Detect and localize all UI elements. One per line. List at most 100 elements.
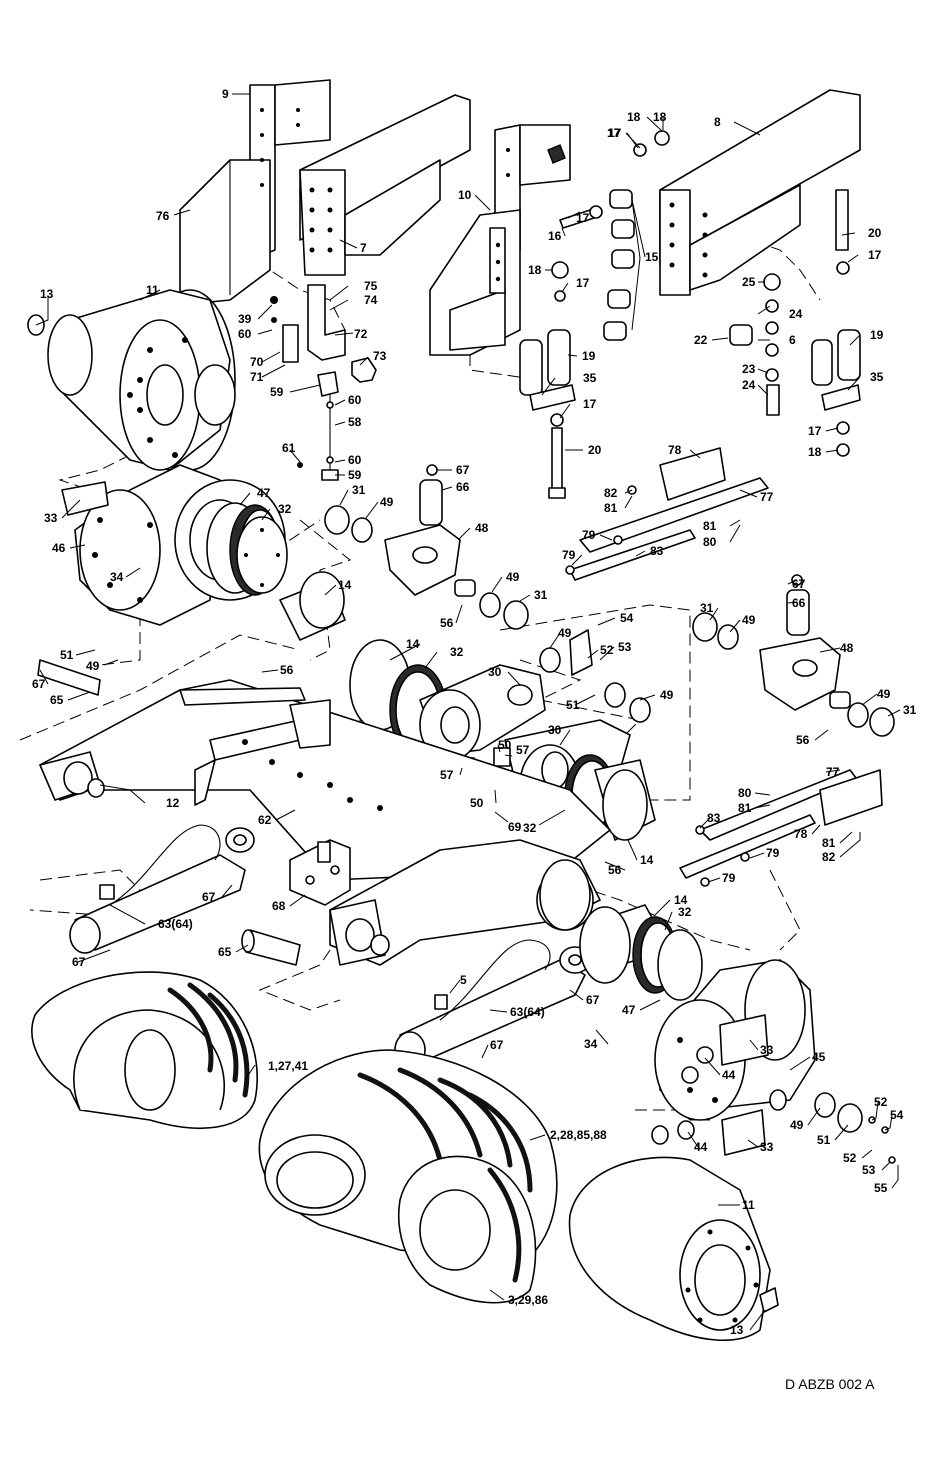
callout: 63(64) [158,917,193,931]
callout: 52 [600,643,614,657]
planetary-housing-right [651,959,816,1156]
callout: 23 [742,362,756,376]
callout: 67 [792,577,806,591]
bearing-set-top [206,502,346,641]
callout: 34 [584,1037,598,1051]
step-bracket-bottom [679,769,883,887]
callout: 52 [843,1151,857,1165]
callout: 49 [86,659,100,673]
callout: 18 [627,110,641,124]
callout: 30 [488,665,502,679]
callout: 31 [534,588,548,602]
callout: 60 [238,327,252,341]
callout: 9 [222,87,229,101]
callout: 17 [576,276,590,290]
callout: 67 [490,1038,504,1052]
callout: 59 [270,385,284,399]
callout: 73 [373,349,387,363]
callout: 66 [792,596,806,610]
callout: 47 [257,486,271,500]
callout: 51 [817,1133,831,1147]
callout: 53 [618,640,632,654]
callout: 54 [890,1108,904,1122]
callout: 47 [622,1003,636,1017]
callout: 56 [796,733,810,747]
chassis-frame-right [659,89,861,296]
callout: 78 [668,443,682,457]
callout: 75 [364,279,378,293]
callout: 81 [703,519,717,533]
pivot-knuckle-right [692,574,895,737]
callout: 55 [874,1181,888,1195]
hose-bracket-parts [270,284,377,481]
callout: 63(64) [510,1005,545,1019]
step-bracket-top [565,447,769,581]
callout: 10 [458,188,472,202]
callout: 61 [282,441,296,455]
callout: 44 [722,1068,736,1082]
callout: 65 [218,945,232,959]
callout: 35 [870,370,884,384]
callout: 12 [166,796,180,810]
callout: 50 [470,796,484,810]
assembly-guide-lines [19,229,821,1121]
callout: 14 [674,893,688,907]
callout: 17 [607,126,621,140]
callout: 35 [583,371,597,385]
callout: 57 [516,743,530,757]
callout: 17 [576,211,590,225]
chassis-frame-middle [429,124,571,356]
callout-labels: 9 76 7 13 11 75 74 39 72 60 70 71 73 59 … [32,87,917,1337]
callout: 49 [660,688,674,702]
callout: 17 [583,397,597,411]
callout: 67 [202,890,216,904]
callout: 68 [272,899,286,913]
callout: 59 [348,468,362,482]
callout: 32 [678,905,692,919]
callout: 51 [60,648,74,662]
callout: 62 [258,813,272,827]
callout: 8 [714,115,721,129]
callout: 14 [338,578,352,592]
callout: 19 [870,328,884,342]
callout: 71 [250,370,264,384]
callout: 34 [110,570,124,584]
callout: 22 [694,333,708,347]
callout: 79 [766,846,780,860]
callout: 70 [250,355,264,369]
callout: 48 [475,521,489,535]
callout: 2,28,85,88 [550,1128,607,1142]
callout: 46 [52,541,66,555]
callout: 20 [868,226,882,240]
callout: 79 [722,871,736,885]
callout: 74 [364,293,378,307]
hub-drive-top-left [27,289,236,471]
callout: 5 [460,973,467,987]
callout: 67 [32,677,46,691]
callout: 83 [650,544,664,558]
callout: 15 [645,250,659,264]
callout: 82 [822,850,836,864]
callout: 14 [640,853,654,867]
callout: 72 [354,327,368,341]
callout: 39 [238,312,252,326]
callout: 69 [508,820,522,834]
callout: 52 [874,1095,888,1109]
callout: 80 [703,535,717,549]
callout: 7 [360,241,367,255]
callout: 60 [348,393,362,407]
valve-block [289,839,351,906]
callout: 49 [380,495,394,509]
bearing-set-right [539,859,703,1001]
callout: 18 [653,110,667,124]
drawing-id: D ABZB 002 A [785,1376,875,1392]
callout: 49 [877,687,891,701]
callout: 80 [738,786,752,800]
callout: 48 [840,641,854,655]
callout: 30 [548,723,562,737]
callout: 31 [700,601,714,615]
callout: 49 [506,570,520,584]
callout: 76 [156,209,170,223]
callout: 3,29,86 [508,1293,548,1307]
callout: 45 [812,1050,826,1064]
